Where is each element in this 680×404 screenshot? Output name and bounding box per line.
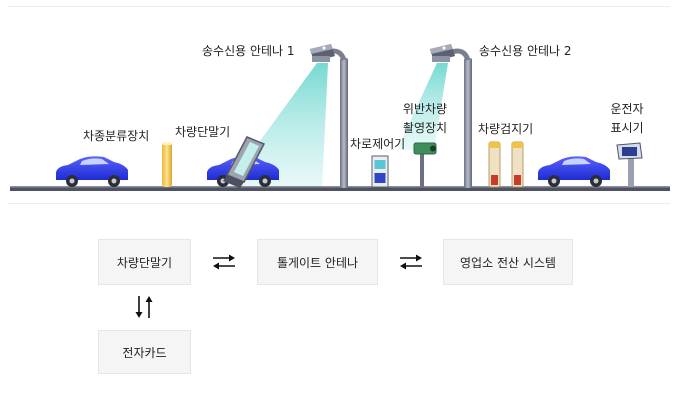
top-divider [8,6,670,7]
toll-lane-illustration [10,44,670,191]
antenna-2-beam [397,63,448,150]
antenna-2-icon [430,44,455,62]
car-3 [538,156,610,187]
antenna-1-icon [310,44,335,62]
flow-box-tollgate-antenna: 톨게이트 안테나 [257,239,378,285]
lane-controller-cabinet [371,155,389,188]
car-1 [56,156,128,187]
lane-controller-label: 차로제어기 [350,137,406,151]
driver-display [616,142,643,187]
driver-display-label-line1: 운전자 [610,102,644,116]
bidirectional-arrow-icon-2 [400,254,422,270]
antenna-2-pole [430,44,472,188]
antenna-2-label: 송수신용 안테나 2 [479,44,572,58]
vehicle-classifier-label: 차종분류장치 [83,129,150,143]
bidirectional-arrow-icon-1 [213,254,235,270]
road [10,186,670,191]
antenna-1-pole [310,44,348,188]
vehicle-detector-1 [488,141,501,188]
vehicle-detector-label: 차량검지기 [478,122,534,136]
flow-box-office-system: 영업소 전산 시스템 [443,239,573,285]
vehicle-terminal-label: 차량단말기 [175,125,231,139]
flow-box-vehicle-terminal: 차량단말기 [98,239,191,285]
vertical-bidirectional-arrow-icon [135,296,153,318]
violation-camera [413,142,437,187]
driver-display-label: 운전자 표시기 [602,101,652,137]
middle-divider [8,203,670,204]
violation-camera-label: 위반차량 촬영장치 [395,101,455,137]
flow-box-ic-card: 전자카드 [98,330,191,374]
violation-camera-label-line2: 촬영장치 [402,121,448,135]
vehicle-detector-2 [511,141,524,188]
vehicle-terminal-device [223,136,266,188]
vehicle-classifier-post [162,142,172,187]
driver-display-label-line2: 표시기 [610,121,644,135]
antenna-1-label: 송수신용 안테나 1 [202,44,295,58]
violation-camera-label-line1: 위반차량 [402,102,448,116]
